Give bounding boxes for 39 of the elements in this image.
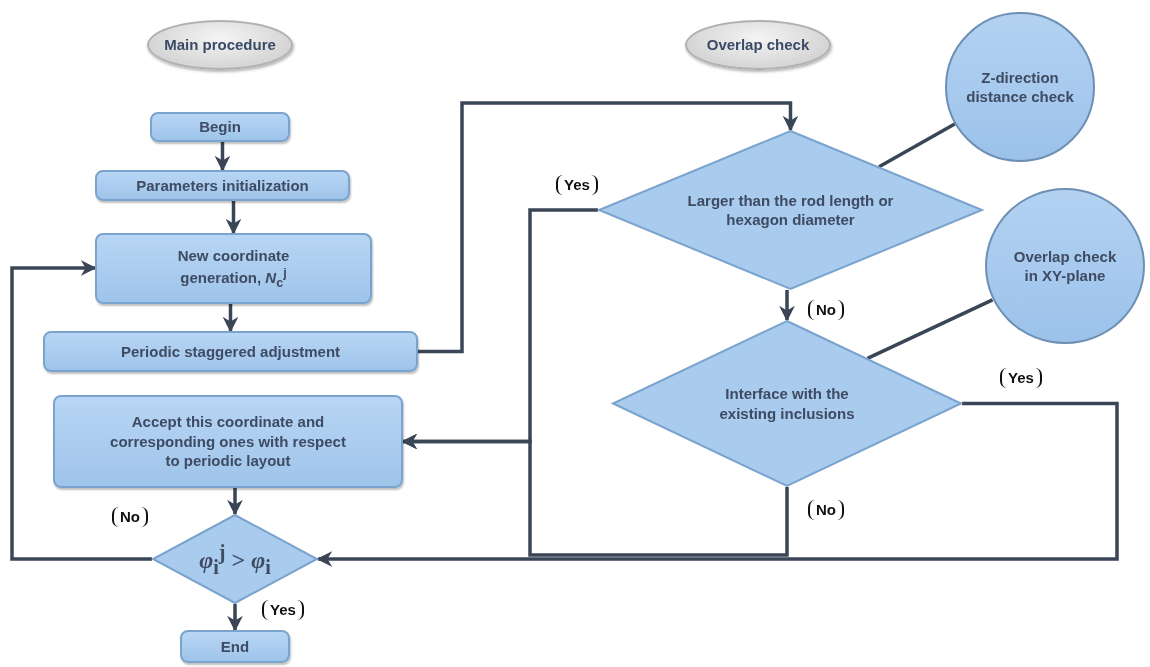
connector-line [866, 298, 994, 360]
edge-label: No [808, 500, 844, 520]
edge-label: No [808, 300, 844, 320]
decision-diamond [612, 320, 962, 487]
heading-text: Overlap check [706, 35, 810, 55]
arrow [401, 433, 789, 557]
arrow [10, 260, 152, 561]
process-box [53, 395, 403, 488]
connector-line [878, 122, 956, 169]
decision-diamond [598, 130, 983, 290]
node-text: Larger than the rod length or hexagon diameter [686, 190, 895, 230]
decision-diamond [152, 514, 318, 604]
process-box [180, 630, 290, 663]
edge-label: Yes [262, 600, 304, 620]
process-box [150, 112, 290, 142]
node-text: φ$_{i}$$^{j}$ > φ$_{i}$ [199, 539, 271, 580]
edge-label: Yes [1000, 368, 1042, 388]
node-text: Interface with the existing inclusions [718, 384, 856, 423]
edge-label: Yes [556, 175, 598, 195]
node-text: Overlap check in XY-plane [1012, 246, 1118, 286]
process-box [43, 331, 418, 372]
node-text: End [220, 636, 250, 657]
arrow [222, 304, 239, 333]
process-box [95, 170, 350, 201]
heading-text: Main procedure [164, 35, 276, 55]
node-text: Begin [199, 117, 241, 137]
arrow [225, 201, 242, 235]
arrow [316, 401, 1119, 567]
arrow [227, 488, 243, 516]
arrow [779, 290, 795, 322]
arrow [418, 101, 799, 354]
process-box [95, 233, 372, 304]
node-text: Z-direction distance check [965, 67, 1075, 107]
node-text: Parameters initialization [136, 175, 309, 196]
edge-label: No [112, 507, 148, 527]
arrow [214, 142, 231, 172]
arrow [227, 604, 243, 632]
node-text: Accept this coordinate and corresponding ones with respect to periodic layout [109, 412, 347, 471]
node-text: Periodic staggered adjustment [120, 341, 341, 362]
